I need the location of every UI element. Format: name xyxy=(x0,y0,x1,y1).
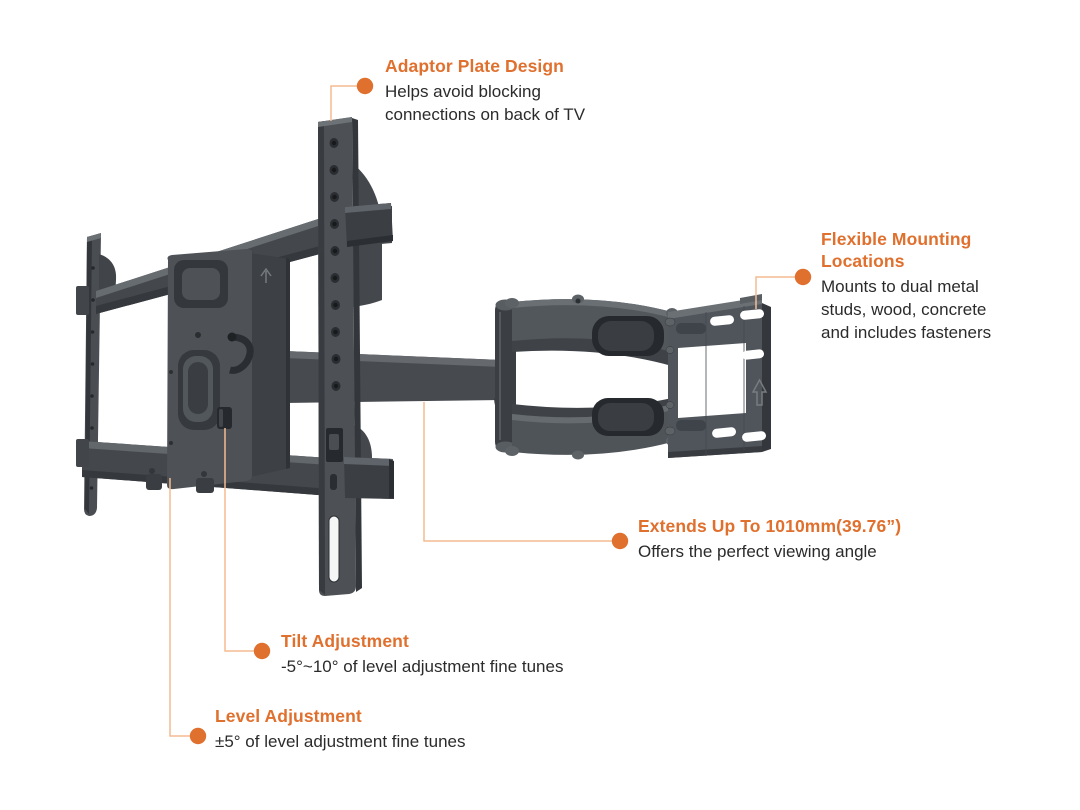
elbow-joint xyxy=(495,299,516,453)
up-arrow-icon xyxy=(751,378,768,406)
callout-tilt-adjustment: Tilt Adjustment -5°~10° of level adjustm… xyxy=(281,630,661,678)
connector-adaptor-plate xyxy=(330,85,358,121)
callout-title: Adaptor Plate Design xyxy=(385,56,564,76)
callout-dot-icon xyxy=(794,268,812,286)
callout-level-adjustment: Level Adjustment ±5° of level adjustment… xyxy=(215,705,575,753)
tilt-lever xyxy=(229,333,254,374)
callout-dot-icon xyxy=(189,727,207,745)
connector-flexible-mounting xyxy=(755,276,796,309)
lower-fold-arm xyxy=(505,398,678,460)
callout-connectors xyxy=(169,85,796,737)
callout-dot-icon xyxy=(253,642,271,660)
tilt-bracket xyxy=(146,249,290,493)
callout-title: Level Adjustment xyxy=(215,706,362,726)
connector-tilt xyxy=(224,428,255,652)
mounting-slots xyxy=(710,309,767,442)
callout-flexible-mounting: Flexible Mounting Locations Mounts to du… xyxy=(821,228,1013,344)
callout-description: Offers the perfect viewing angle xyxy=(638,542,877,561)
connector-extends xyxy=(423,402,613,542)
callout-description: ±5° of level adjustment fine tunes xyxy=(215,732,466,751)
wall-plate xyxy=(664,294,771,458)
upper-fold-arm xyxy=(505,294,678,368)
callout-dot-icon xyxy=(611,532,629,550)
callout-description: -5°~10° of level adjustment fine tunes xyxy=(281,657,564,676)
callout-adaptor-plate: Adaptor Plate Design Helps avoid blockin… xyxy=(385,55,603,126)
callout-dot-icon xyxy=(356,77,374,95)
up-arrow-mark-icon xyxy=(260,267,272,283)
callout-extends: Extends Up To 1010mm(39.76”) Offers the … xyxy=(638,515,998,563)
adapter-bar-end-caps xyxy=(76,203,394,499)
callout-description: Mounts to dual metal studs, wood, concre… xyxy=(821,277,992,342)
callout-title: Extends Up To 1010mm(39.76”) xyxy=(638,516,902,536)
connector-level xyxy=(169,478,191,737)
callout-title: Flexible Mounting Locations xyxy=(821,229,972,271)
callout-dots xyxy=(189,77,812,745)
callout-title: Tilt Adjustment xyxy=(281,631,409,651)
callout-description: Helps avoid blocking connections on back… xyxy=(385,82,586,124)
